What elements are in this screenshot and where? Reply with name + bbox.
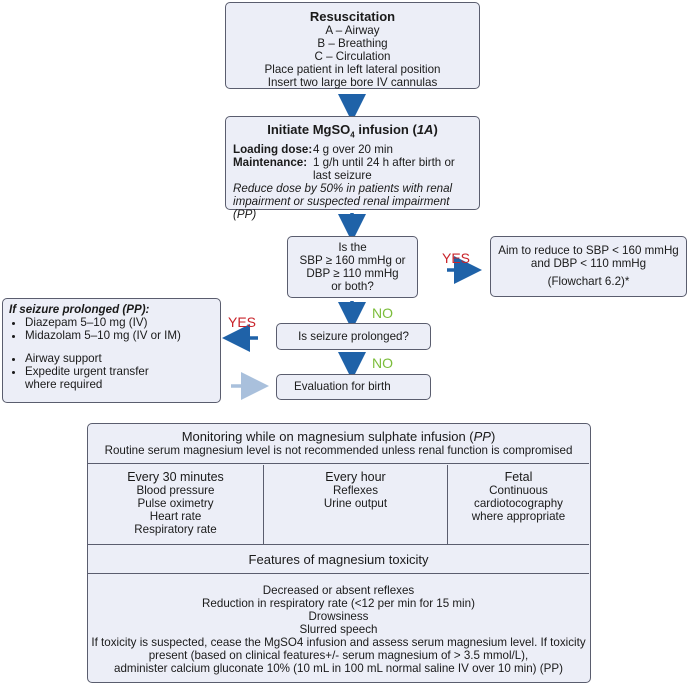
resuscitation-line: Place patient in left lateral position: [264, 63, 441, 76]
aim-ref: (Flowchart 6.2)*: [547, 275, 630, 288]
column-item: Reflexes: [332, 484, 379, 497]
yes-label-seizure: YES: [228, 314, 257, 330]
toxicity-action: If toxicity is suspected, cease the MgSO…: [91, 636, 586, 649]
toxicity-line: Drowsiness: [308, 610, 369, 623]
evaluation-text: Evaluation for birth: [294, 380, 391, 393]
medication-item: Diazepam 5–10 mg (IV): [25, 316, 214, 329]
sbp-line: DBP ≥ 110 mmHg: [306, 267, 399, 280]
mgso4-title-mid: infusion (: [354, 122, 417, 137]
toxicity-line: Decreased or absent reflexes: [262, 584, 415, 597]
loading-row: Loading dose: 4 g over 20 min: [233, 143, 472, 156]
prolonged-title: If seizure prolonged (PP):: [9, 303, 150, 316]
mgso4-note: Reduce dose by 50% in patients with rena…: [233, 181, 453, 221]
toxicity-action: present (based on clinical features+/- s…: [148, 649, 529, 662]
column-every-hour: Every hour Reflexes Urine output: [264, 465, 448, 544]
aim-box: Aim to reduce to SBP < 160 mmHg and DBP …: [490, 236, 687, 297]
resuscitation-line: A – Airway: [325, 24, 380, 37]
seizure-question-text: Is seizure prolonged?: [298, 330, 409, 343]
support-item: Airway support: [25, 352, 214, 365]
seizure-question-box: Is seizure prolonged?: [276, 323, 431, 350]
support-item: Expedite urgent transfer where required: [25, 365, 175, 391]
monitoring-title: Monitoring while on magnesium sulphate i…: [88, 429, 589, 444]
prolonged-box: If seizure prolonged (PP): Diazepam 5–10…: [2, 298, 221, 403]
toxicity-header: Features of magnesium toxicity: [88, 544, 589, 574]
mgso4-title: Initiate MgSO4 infusion (1A): [233, 122, 472, 143]
toxicity-title: Features of magnesium toxicity: [248, 552, 429, 567]
sbp-line: Is the: [338, 241, 367, 254]
column-item: Respiratory rate: [134, 523, 217, 536]
sbp-question-box: Is the SBP ≥ 160 mmHg or DBP ≥ 110 mmHg …: [287, 236, 418, 298]
monitoring-title-ref: PP: [473, 429, 491, 444]
column-header: Every 30 minutes: [127, 470, 224, 484]
toxicity-action: administer calcium gluconate 10% (10 mL …: [114, 662, 563, 675]
medication-list: Diazepam 5–10 mg (IV) Midazolam 5–10 mg …: [9, 316, 214, 342]
column-item: Urine output: [323, 497, 388, 510]
mgso4-box: Initiate MgSO4 infusion (1A) Loading dos…: [225, 116, 480, 221]
monitoring-header: Monitoring while on magnesium sulphate i…: [88, 424, 589, 464]
monitoring-table: Monitoring while on magnesium sulphate i…: [87, 423, 591, 683]
sbp-line: or both?: [331, 280, 374, 293]
toxicity-body: Decreased or absent reflexes Reduction i…: [88, 584, 589, 679]
monitoring-title-text: Monitoring while on magnesium sulphate i…: [181, 429, 474, 444]
monitoring-title-post: ): [490, 429, 496, 444]
evaluation-box: Evaluation for birth: [276, 374, 431, 400]
resuscitation-line: B – Breathing: [317, 37, 388, 50]
mgso4-title-ref: 1A: [416, 122, 434, 137]
column-item: where appropriate: [471, 510, 566, 523]
maintenance-row: Maintenance: 1 g/h until 24 h after birt…: [233, 156, 472, 182]
column-item: Blood pressure: [136, 484, 215, 497]
column-item: Pulse oximetry: [137, 497, 214, 510]
yes-label-sbp: YES: [442, 250, 471, 266]
toxicity-line: Reduction in respiratory rate (<12 per m…: [202, 597, 475, 610]
mgso4-title-post: ): [433, 122, 438, 137]
no-label-sbp: NO: [372, 305, 393, 321]
sbp-line: SBP ≥ 160 mmHg or: [299, 254, 406, 267]
support-list: Airway support Expedite urgent transfer …: [9, 352, 214, 391]
loading-label: Loading dose:: [233, 142, 313, 156]
monitoring-subtitle: Routine serum magnesium level is not rec…: [104, 444, 573, 457]
column-header: Every hour: [325, 470, 386, 484]
column-every-30-min: Every 30 minutes Blood pressure Pulse ox…: [88, 465, 264, 544]
mgso4-title-sub: 4: [350, 130, 355, 140]
resuscitation-line: Insert two large bore IV cannulas: [267, 76, 438, 89]
column-fetal: Fetal Continuous cardiotocography where …: [448, 465, 589, 544]
maintenance-label: Maintenance:: [233, 155, 308, 169]
resuscitation-line: C – Circulation: [314, 50, 391, 63]
column-item: Heart rate: [149, 510, 202, 523]
medication-item: Midazolam 5–10 mg (IV or IM): [25, 329, 214, 342]
resuscitation-box: Resuscitation A – Airway B – Breathing C…: [225, 2, 480, 89]
mgso4-title-text: Initiate MgSO: [267, 122, 351, 137]
no-label-seizure: NO: [372, 355, 393, 371]
maintenance-value: 1 g/h until 24 h after birth or last sei…: [313, 155, 455, 182]
aim-line: and DBP < 110 mmHg: [530, 257, 647, 270]
column-item: Continuous cardiotocography: [474, 484, 563, 510]
loading-value: 4 g over 20 min: [313, 142, 393, 156]
aim-line: Aim to reduce to SBP < 160 mmHg: [498, 244, 679, 257]
column-header: Fetal: [504, 470, 533, 484]
resuscitation-title: Resuscitation: [309, 9, 396, 24]
toxicity-line: Slurred speech: [299, 623, 378, 636]
